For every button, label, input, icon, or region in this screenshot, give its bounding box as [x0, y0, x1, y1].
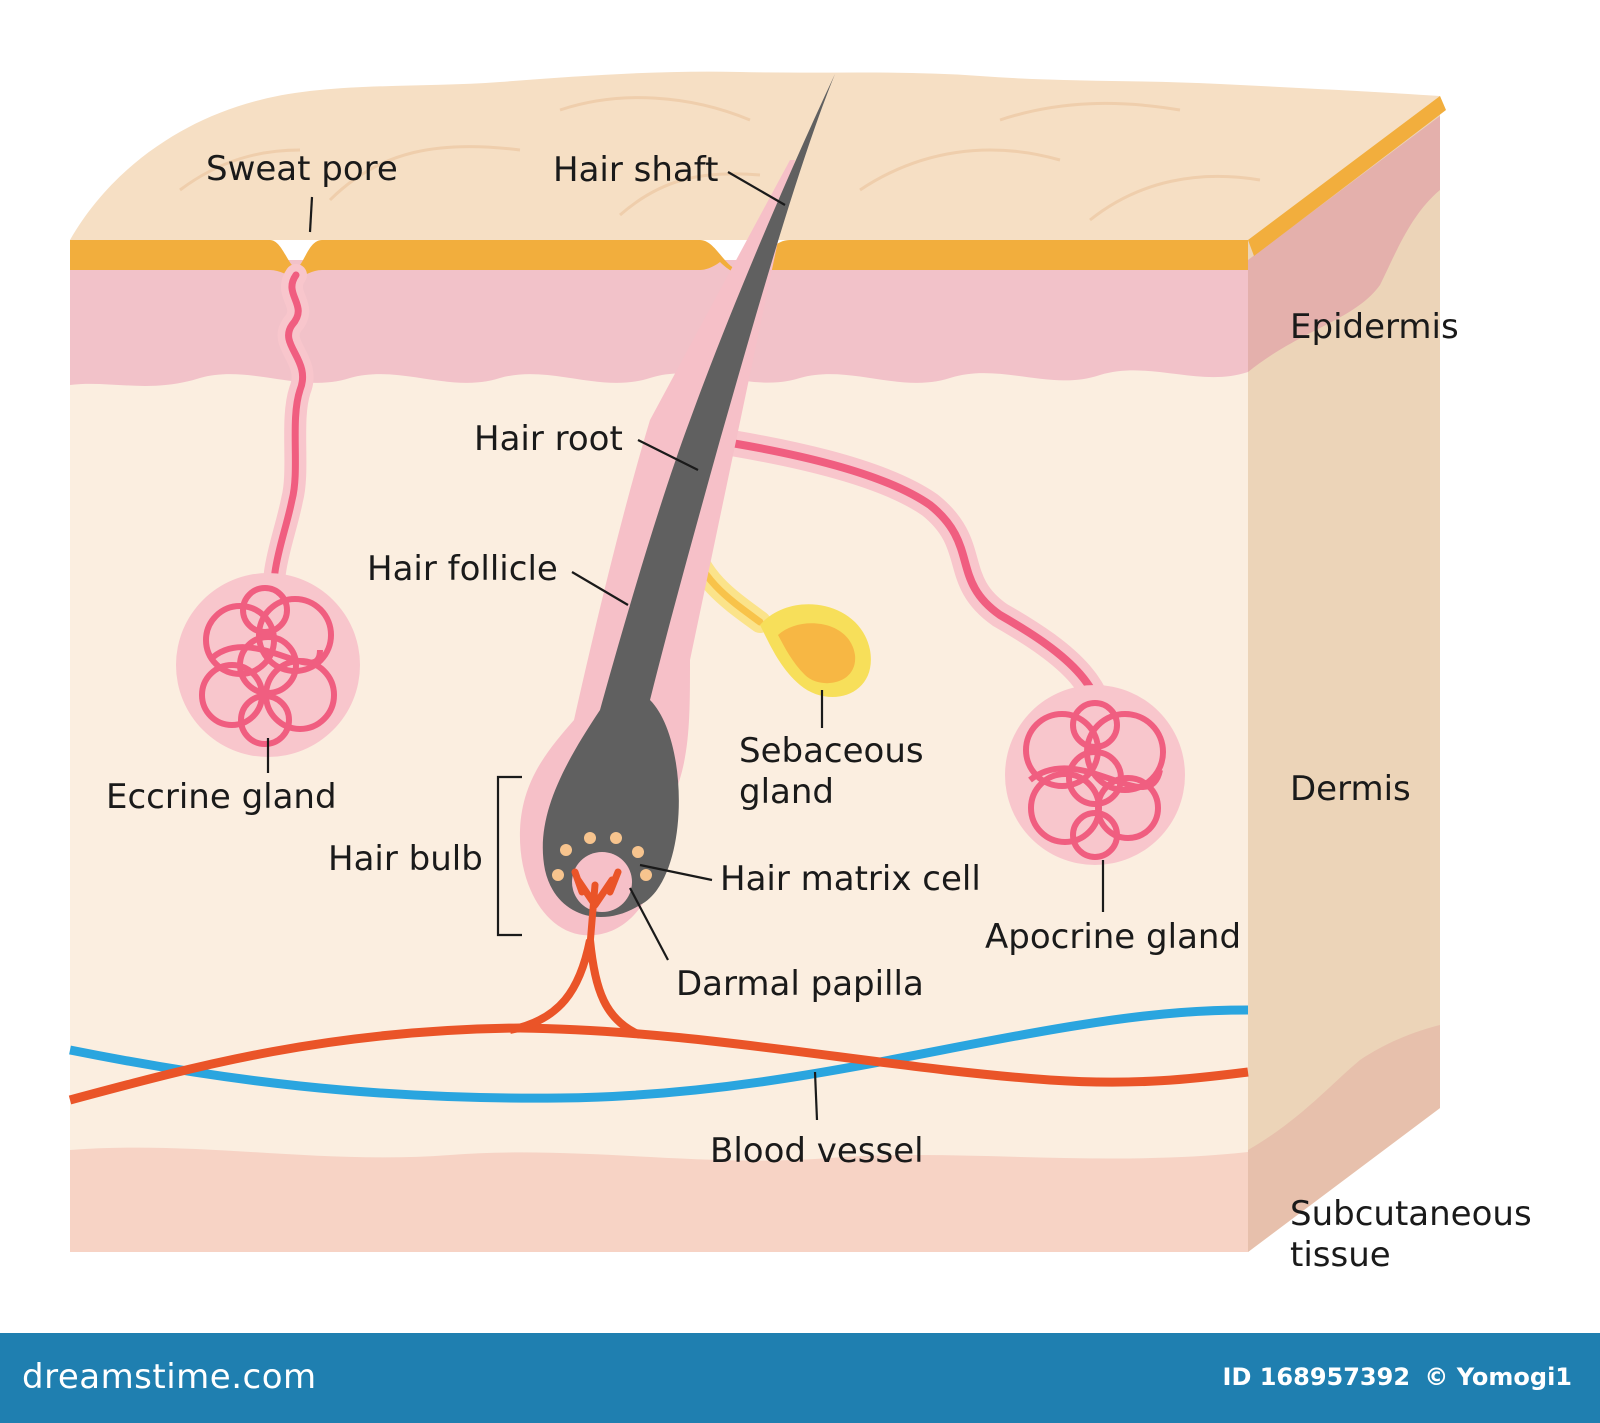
epidermis-layer	[70, 260, 1248, 386]
skin-side-epidermis	[1248, 116, 1440, 372]
hair-matrix-cells	[552, 832, 652, 881]
label-hair-root: Hair root	[474, 419, 623, 459]
skin-side-stratum	[1248, 96, 1446, 256]
label-apocrine-gland: Apocrine gland	[985, 917, 1241, 957]
skin-side-face	[1248, 96, 1440, 1252]
hair-bulb-bracket	[496, 775, 522, 937]
label-sebaceous-line2: gland	[739, 772, 834, 812]
label-subcutaneous-line1: Subcutaneous	[1290, 1194, 1532, 1234]
footer-image-id: ID 168957392	[1222, 1363, 1411, 1391]
footer-credit: ID 168957392 © Yomogi1	[1217, 1363, 1572, 1391]
hair-follicle	[519, 74, 835, 949]
eccrine-gland	[176, 264, 360, 757]
label-hair-matrix-cell: Hair matrix cell	[720, 859, 981, 899]
leader-hair-matrix	[639, 863, 713, 882]
stratum-corneum-layer	[70, 240, 1248, 278]
label-sweat-pore: Sweat pore	[206, 149, 398, 189]
leader-sweat-pore	[308, 196, 314, 233]
footer-brand: dreamstime.com	[22, 1357, 317, 1397]
papilla-capillary	[571, 868, 622, 949]
leader-hair-follicle	[571, 571, 629, 606]
subcutaneous-layer	[70, 1147, 1248, 1252]
hair-shaft	[542, 74, 835, 918]
watermark-footer-bar: dreamstime.com ID 168957392 © Yomogi1	[0, 1333, 1600, 1423]
footer-author: © Yomogi1	[1424, 1363, 1572, 1391]
label-hair-follicle: Hair follicle	[367, 549, 558, 589]
label-dermis: Dermis	[1290, 769, 1411, 809]
skin-side-subcutaneous	[1248, 1025, 1440, 1252]
label-epidermis: Epidermis	[1290, 307, 1459, 347]
artery-vessel	[68, 1023, 1249, 1105]
leader-hair-shaft	[727, 171, 786, 206]
skin-cross-section-diagram: Sweat pore Hair shaft Epidermis Hair roo…	[68, 71, 1532, 1275]
skin-surface-top	[70, 71, 1440, 240]
leader-darmal-papilla	[629, 887, 669, 961]
apocrine-gland	[687, 425, 1185, 865]
label-eccrine-gland: Eccrine gland	[106, 777, 337, 817]
vein-vessel	[69, 1005, 1249, 1103]
label-blood-vessel: Blood vessel	[710, 1131, 924, 1171]
label-sebaceous-line1: Sebaceous	[739, 731, 924, 771]
label-subcutaneous-line2: tissue	[1290, 1235, 1391, 1275]
leader-blood-vessel	[813, 1071, 819, 1121]
label-hair-bulb: Hair bulb	[328, 839, 483, 879]
leader-lines	[266, 171, 1105, 1121]
skin-surface-ridges	[179, 96, 1261, 222]
label-hair-shaft: Hair shaft	[553, 150, 718, 190]
leader-hair-root	[637, 439, 699, 471]
label-darmal-papilla: Darmal papilla	[676, 964, 924, 1004]
